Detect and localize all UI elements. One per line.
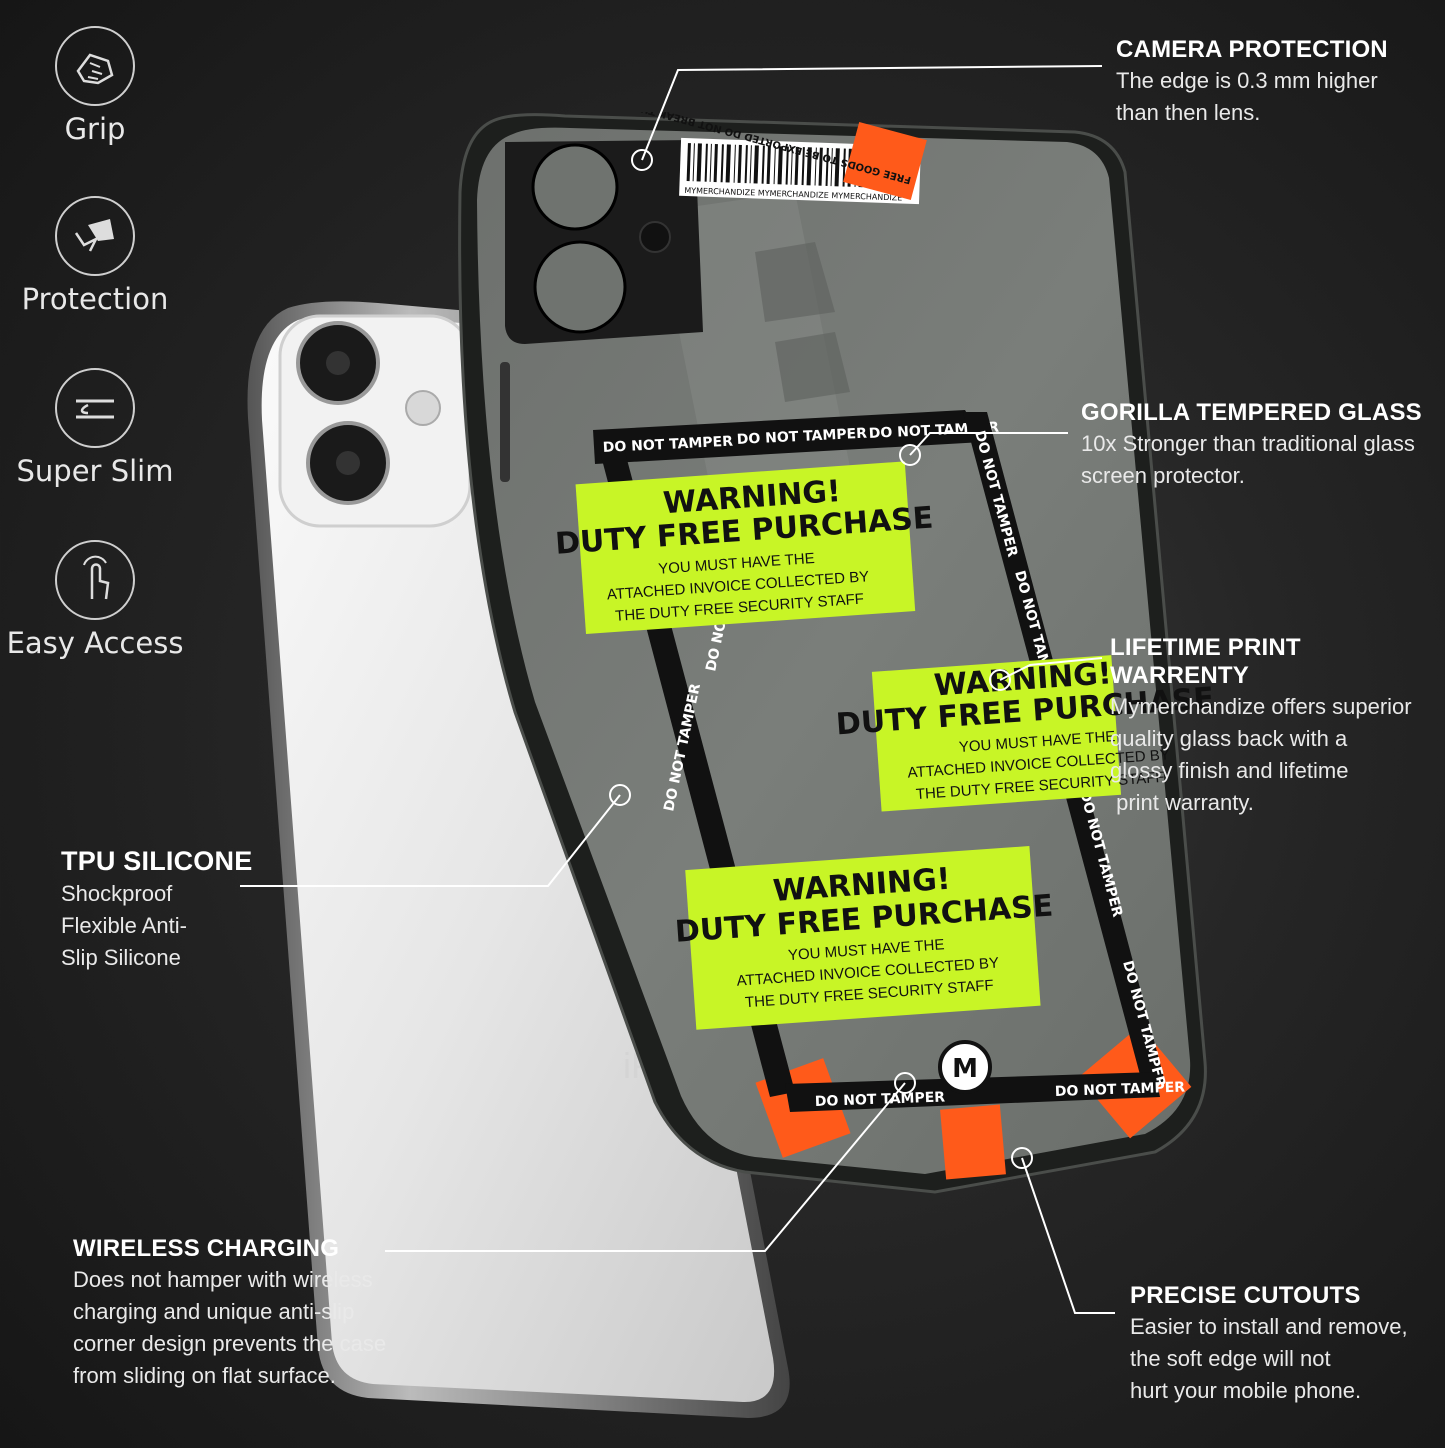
callout-desc-line: than then lens. xyxy=(1116,100,1261,125)
callout-desc-line: quality glass back with a xyxy=(1110,726,1348,751)
svg-text:DO NOT TAMPER: DO NOT TAMPER xyxy=(815,1089,946,1110)
callout-title: CAMERA PROTECTION xyxy=(1116,36,1388,63)
touch-finger-icon xyxy=(55,540,135,620)
callout-desc-line: corner design prevents the case xyxy=(73,1331,387,1356)
slim-profile-icon xyxy=(55,368,135,448)
hand-grip-icon xyxy=(55,26,135,106)
callout-desc-line: charging and unique anti-slip xyxy=(73,1299,355,1324)
feature-grip: Grip xyxy=(0,26,190,146)
warning-sticker-3: WARNING! DUTY FREE PURCHASE YOU MUST HAV… xyxy=(674,846,1054,1030)
callout-title: PRECISE CUTOUTS xyxy=(1130,1282,1361,1309)
callout-desc-line: The edge is 0.3 mm higher xyxy=(1116,68,1378,93)
svg-text:DO NOT TAMPER: DO NOT TAMPER xyxy=(602,434,733,456)
callout-desc-line: from sliding on flat surface. xyxy=(73,1363,336,1388)
callout-title: GORILLA TEMPERED GLASS xyxy=(1081,399,1422,426)
feature-label: Easy Access xyxy=(6,626,184,660)
svg-text:M: M xyxy=(952,1054,978,1084)
callout-title: WIRELESS CHARGING xyxy=(73,1235,340,1262)
callout-desc-line: Slip Silicone xyxy=(61,945,181,970)
callout-desc-line: Easier to install and remove, xyxy=(1130,1314,1408,1339)
feature-super-slim: Super Slim xyxy=(0,368,190,488)
feature-easy-access: Easy Access xyxy=(0,540,190,660)
callout-desc-line: Shockproof xyxy=(61,881,173,906)
callout-desc-line: Flexible Anti- xyxy=(61,913,187,938)
callout-title: TPU SILICONE xyxy=(61,846,253,876)
callout-desc-line: screen protector. xyxy=(1081,463,1245,488)
brand-logo: M xyxy=(938,1040,992,1094)
callout-title: LIFETIME PRINT WARRENTY xyxy=(1110,634,1301,689)
callout-desc-line: print warranty. xyxy=(1110,790,1254,815)
callout-desc-line: 10x Stronger than traditional glass xyxy=(1081,431,1415,456)
svg-text:DO NOT TAMPER: DO NOT TAMPER xyxy=(1055,1079,1186,1100)
callout-camera-protection: CAMERA PROTECTION The edge is 0.3 mm hig… xyxy=(1116,36,1388,128)
callout-lifetime-warranty: LIFETIME PRINT WARRENTY Mymerchandize of… xyxy=(1110,634,1445,818)
svg-text:DO NOT TAMPER: DO NOT TAMPER xyxy=(736,426,867,448)
callout-desc-line: glossy finish and lifetime xyxy=(1110,758,1349,783)
callout-desc-line: Mymerchandize offers superior xyxy=(1110,694,1412,719)
callout-desc-line: the soft edge will not xyxy=(1130,1346,1331,1371)
warning-sticker-1: WARNING! DUTY FREE PURCHASE YOU MUST HAV… xyxy=(554,461,934,635)
feature-label: Grip xyxy=(64,112,126,146)
shield-hand-icon xyxy=(55,196,135,276)
callout-desc-line: hurt your mobile phone. xyxy=(1130,1378,1362,1403)
callout-wireless-charging: WIRELESS CHARGING Does not hamper with w… xyxy=(73,1235,386,1391)
callout-precise-cutouts: PRECISE CUTOUTS Easier to install and re… xyxy=(1130,1282,1408,1406)
callout-gorilla-glass: GORILLA TEMPERED GLASS 10x Stronger than… xyxy=(1081,399,1422,491)
feature-label: Protection xyxy=(21,282,169,316)
orange-tag-bottom-center xyxy=(940,1104,1006,1180)
feature-label: Super Slim xyxy=(16,454,174,488)
callout-tpu-silicone: TPU SILICONE Shockproof Flexible Anti- S… xyxy=(61,846,252,973)
callout-desc-line: Does not hamper with wireless xyxy=(73,1267,373,1292)
phone-case: MYMERCHANDIZE MYMERCHANDIZE MYMERCHANDIZ… xyxy=(458,112,1215,1194)
feature-protection: Protection xyxy=(0,196,190,316)
